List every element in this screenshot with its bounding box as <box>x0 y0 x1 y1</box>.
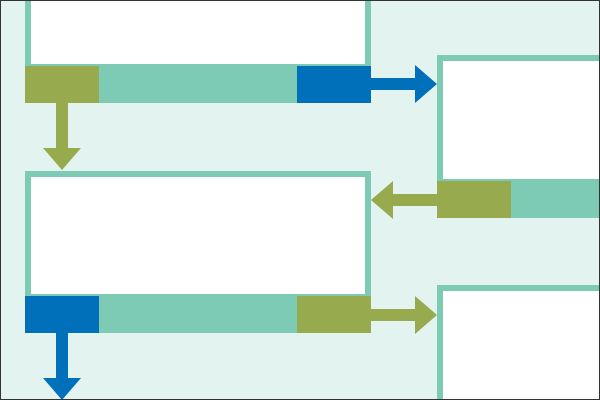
box-middle-left-body <box>31 177 365 294</box>
box-bottom-right-body <box>443 291 600 400</box>
box-middle-right-segment-green <box>437 181 511 218</box>
arrow-middle-left <box>371 181 437 219</box>
arrow-middle-right <box>371 296 437 334</box>
box-top-left-segment-teal <box>99 66 297 103</box>
arrow-bottom-down <box>43 333 81 400</box>
arrow-top-right <box>371 65 437 103</box>
box-middle-right-body <box>443 61 600 179</box>
box-middle-right-segment-teal <box>511 181 600 218</box>
box-top-left-segment-green <box>25 66 99 103</box>
box-middle-left-segment-green <box>297 296 371 333</box>
box-middle-left-segment-teal <box>99 296 297 333</box>
box-top-left-segment-blue <box>297 66 371 103</box>
box-top-left-body <box>31 0 365 64</box>
box-middle-left-segment-blue <box>25 296 99 333</box>
arrow-top-down <box>43 103 81 170</box>
